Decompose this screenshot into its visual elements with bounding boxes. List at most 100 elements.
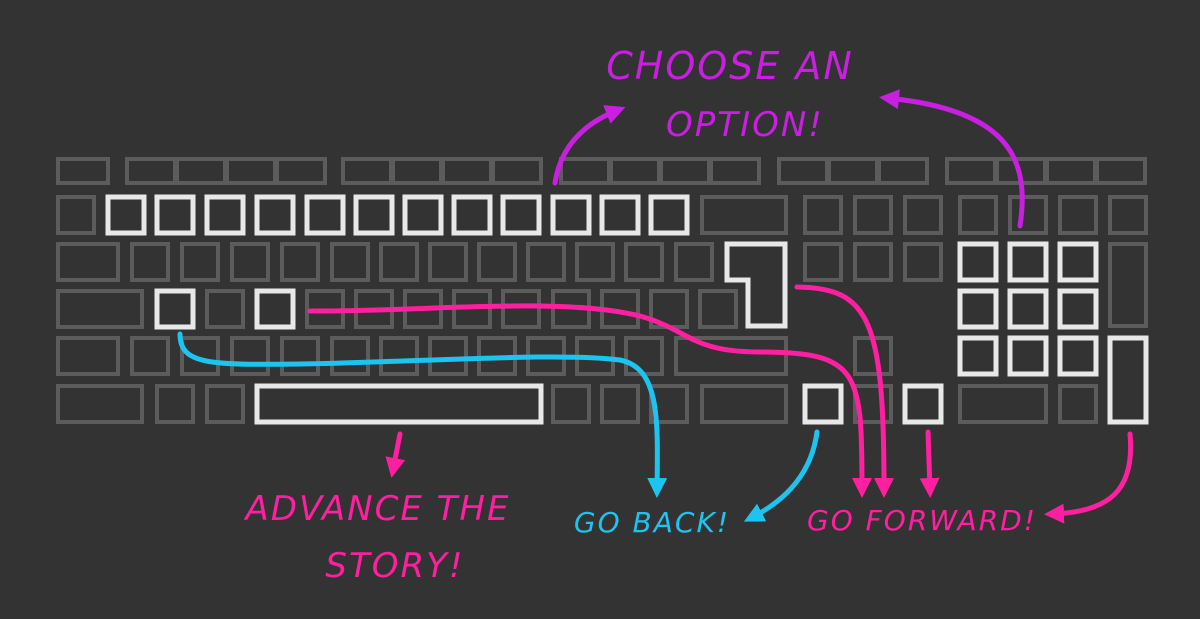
key-lalt (205, 384, 245, 424)
arrow-number-row-to-choose (552, 105, 626, 186)
key-num-divide (1008, 195, 1048, 235)
key-backspace (700, 195, 788, 235)
key-v (330, 336, 370, 376)
key-prtsc (777, 157, 829, 185)
key-4 (254, 194, 296, 236)
key-num-plus (1108, 242, 1148, 328)
key-o (526, 242, 566, 282)
key-num-enter (1107, 335, 1149, 425)
key-slash (624, 336, 664, 376)
label-go-back: GO BACK! (574, 506, 730, 539)
key-num-minus (1108, 195, 1148, 235)
key-num-3 (1057, 335, 1099, 377)
key-num-decimal (1058, 384, 1098, 424)
key-f3 (225, 157, 277, 185)
key-n (428, 336, 468, 376)
arrow-left-to-go-back (743, 429, 820, 522)
arrow-space-to-advance (385, 431, 406, 478)
key-num-5 (1007, 288, 1049, 330)
key-scrlk (827, 157, 879, 185)
arrow-right-to-go-forward (919, 429, 940, 498)
key-k (501, 289, 541, 329)
key-lshift (56, 336, 120, 376)
key-backtick (56, 195, 96, 235)
key-num-4 (957, 288, 999, 330)
key-f2 (175, 157, 227, 185)
key-num-2 (1007, 335, 1049, 377)
key-t (330, 242, 370, 282)
key-equals (648, 194, 690, 236)
labels: CHOOSE AN OPTION! ADVANCE THE STORY! GO … (244, 44, 1037, 586)
key-num-6 (1057, 288, 1099, 330)
key-esc (56, 157, 110, 185)
key-a (154, 288, 196, 330)
key-f7 (441, 157, 493, 185)
key-b (379, 336, 419, 376)
key-num-multiply (1058, 195, 1098, 235)
arrow-enter-to-go-forward (794, 284, 894, 498)
key-altgr (551, 384, 591, 424)
key-home (853, 195, 893, 235)
key-i (477, 242, 517, 282)
label-advance-story-line1: ADVANCE THE (244, 489, 511, 529)
key-rbracket (674, 242, 714, 282)
key-e (230, 242, 270, 282)
key-7 (402, 194, 444, 236)
key-pgup (903, 195, 943, 235)
key-f4 (275, 157, 327, 185)
key-media-4 (1095, 157, 1147, 185)
arrow-a-to-go-back (177, 331, 668, 498)
key-pause (877, 157, 929, 185)
key-num-1 (957, 335, 999, 377)
key-lctrl (56, 384, 144, 424)
key-q (130, 242, 170, 282)
key-minus (599, 194, 641, 236)
key-num-8 (1007, 241, 1049, 283)
key-right (902, 383, 944, 425)
key-rshift (674, 336, 788, 376)
key-s (205, 289, 245, 329)
label-choose-option-line2: OPTION! (666, 105, 824, 145)
keyboard (56, 157, 1149, 425)
key-left (802, 383, 844, 425)
key-enter (724, 241, 788, 329)
key-x (230, 336, 270, 376)
arrow-numenter-to-go-forward (1044, 431, 1134, 524)
key-caps (56, 289, 144, 329)
key-0 (550, 194, 592, 236)
key-2 (154, 194, 196, 236)
arrow-numpad-to-choose (879, 89, 1025, 229)
key-w (180, 242, 220, 282)
key-hash (698, 289, 738, 329)
key-rctrl (700, 384, 788, 424)
key-f11 (659, 157, 711, 185)
key-r (280, 242, 320, 282)
key-lwin (155, 384, 195, 424)
key-1 (105, 194, 147, 236)
key-f1 (125, 157, 177, 185)
key-num-7 (957, 241, 999, 283)
key-rwin (600, 384, 640, 424)
key-f8 (491, 157, 543, 185)
key-pgdn (903, 242, 943, 282)
key-3 (204, 194, 246, 236)
key-f10 (609, 157, 661, 185)
key-end (853, 242, 893, 282)
arrow-d-to-go-forward (307, 303, 872, 498)
key-9 (500, 194, 542, 236)
key-media-3 (1045, 157, 1097, 185)
key-d (254, 288, 296, 330)
label-go-forward: GO FORWARD! (807, 504, 1037, 537)
key-f5 (341, 157, 393, 185)
key-f9 (559, 157, 611, 185)
key-menu (649, 384, 689, 424)
key-numlock (958, 195, 998, 235)
key-down (853, 384, 893, 424)
key-lbracket (624, 242, 664, 282)
key-insert (803, 195, 843, 235)
key-tab (56, 242, 120, 282)
key-space (254, 383, 544, 425)
key-num-0 (958, 384, 1048, 424)
